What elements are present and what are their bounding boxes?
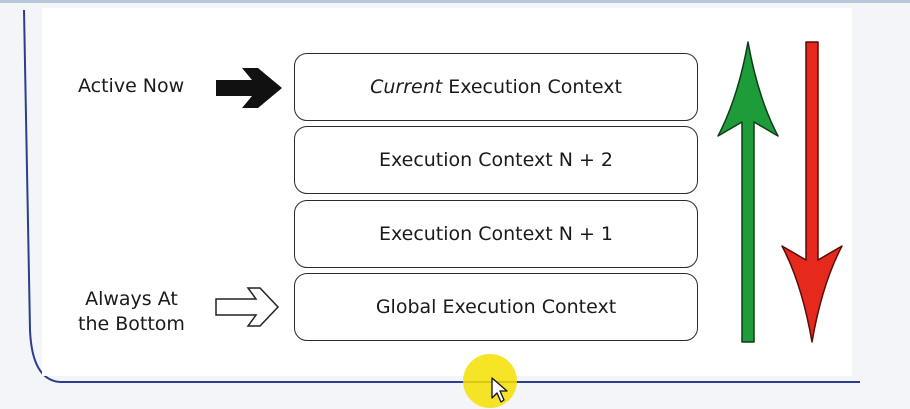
always-at-bottom-line-1: Always At [85, 288, 178, 310]
always-at-bottom-label: Always At the Bottom [78, 287, 185, 337]
context-n-plus-1-label: Execution Context N + 1 [378, 223, 614, 245]
global-execution-context-box: Global Execution Context [294, 273, 698, 341]
current-context-label: Execution Context [448, 76, 622, 98]
global-context-label: Global Execution Context [375, 296, 617, 318]
green-up-arrow-icon [717, 41, 779, 343]
execution-context-n-plus-1-box: Execution Context N + 1 [294, 200, 698, 268]
mouse-cursor-icon [463, 354, 517, 408]
always-at-bottom-line-2: the Bottom [78, 313, 185, 335]
active-now-label: Active Now [78, 75, 185, 97]
solid-right-arrow-icon [216, 68, 282, 108]
current-emphasis: Current [370, 76, 443, 98]
execution-context-n-plus-2-box: Execution Context N + 2 [294, 126, 698, 194]
context-n-plus-2-label: Execution Context N + 2 [378, 149, 614, 171]
red-down-arrow-icon [781, 41, 843, 343]
outline-right-arrow-icon [215, 287, 280, 327]
top-border [0, 0, 910, 3]
